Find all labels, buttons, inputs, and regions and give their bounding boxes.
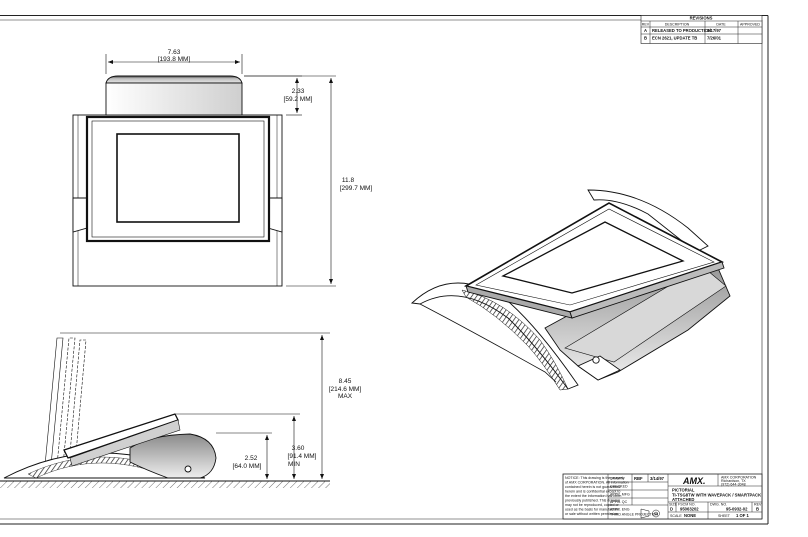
sheet-label: SHEET: [718, 514, 731, 518]
dim-max-mm: [214.6 MM]: [329, 386, 362, 393]
drawn-label: DRAWN: [610, 477, 624, 481]
rev-header-rev: REV: [642, 23, 650, 27]
amx-logo: AMX.: [682, 476, 706, 486]
notice-line-1: NOTICE: This drawing is the property: [565, 476, 625, 480]
rev-value: B: [756, 507, 759, 512]
notice-line-5: the extent the information has been: [565, 494, 621, 498]
front-view-dimensions: [105, 54, 336, 287]
dim-min-in: 3.60: [292, 445, 305, 452]
drawn-date: 3/14/97: [650, 476, 665, 481]
drawn-by: RBF: [634, 476, 643, 481]
dim-top-in: 2.33: [292, 88, 305, 95]
size-value: D: [670, 507, 673, 512]
rev-row-a-rev: A: [644, 28, 647, 33]
side-view: [0, 337, 330, 488]
rev-row-b-rev: B: [644, 36, 647, 41]
rev-row-b-description: ECN 2621, UPDATE TB: [652, 36, 697, 41]
side-view-dimensions: [60, 332, 330, 479]
dim-height-in: 11.8: [342, 177, 355, 184]
scale-value: NONE: [684, 513, 696, 518]
notice-line-6: previously published. This drawing: [565, 499, 620, 503]
scale-label: SCALE: [670, 514, 682, 518]
notice-line-7: may not be reproduced, copied or: [565, 503, 620, 507]
fscm-value: 95063202: [680, 507, 699, 512]
appr-eng-label: APPR. ENG: [610, 508, 630, 512]
size-label: SIZE: [669, 503, 678, 507]
dim-top-mm: [59.2 MM]: [284, 96, 313, 103]
third-angle-projection-icon: [640, 508, 660, 519]
sheet-border: [0, 15, 769, 525]
revisions-table: REVISIONS REV DESCRIPTION DATE APPROVED …: [640, 15, 763, 44]
notice-line-4: herein and is confidential except to: [565, 490, 620, 494]
company-name: AMX CORPORATION: [721, 476, 757, 480]
dim-height-mm: [299.7 MM]: [340, 185, 373, 192]
dim-max-label: MAX: [338, 393, 353, 400]
drawing-title-line-2: TI-TSG8TW WITH WAVEPACK / SMARTPACK: [672, 493, 761, 498]
dim-min-mm: [91.4 MM]: [288, 453, 317, 460]
dim-min-label: MIN: [288, 461, 300, 468]
notice-line-2: of AMX CORPORATION. All information: [565, 481, 629, 485]
appr-qc-label: APPR. QC: [610, 500, 628, 504]
front-view: [72, 75, 283, 287]
appr-mfg-label: APPR. MFG: [610, 493, 630, 497]
notice-line-8: used as the basis for manufacture: [565, 508, 619, 512]
rev-row-a-description: RELEASED TO PRODUCTION: [652, 28, 711, 33]
dim-base-mm: [64.0 MM]: [233, 463, 262, 470]
tolerance-text: THIRD ANGLE PROJECTION: [610, 513, 659, 517]
drawing-title-line-3: ATTACHED: [672, 497, 694, 502]
notice-line-3: contained herein is not guaranteed: [565, 485, 620, 489]
sheet-value: 1 OF 1: [736, 513, 749, 518]
dwg-no-value: 95-0932-02: [726, 507, 748, 512]
rev-row-a-date: 3/17/97: [707, 28, 722, 33]
isometric-view: [410, 189, 731, 391]
dim-width-mm: [193.8 MM]: [158, 56, 191, 63]
dwg-no-label: DWG. NO.: [710, 503, 727, 507]
rev-header-date: DATE: [716, 23, 726, 27]
fscm-label: FSCM NO.: [678, 503, 696, 507]
rev-label: REV: [754, 503, 762, 507]
rev-header-description: DESCRIPTION: [665, 23, 690, 27]
checked-label: CHECKED: [610, 485, 628, 489]
dim-width-in: 7.63: [168, 49, 181, 56]
company-city: Richardson, TX: [721, 479, 746, 483]
drawing-title-line-1: PICTORIAL: [672, 488, 695, 493]
revisions-title: REVISIONS: [690, 16, 713, 21]
company-phone: (972) 644-3048: [721, 483, 746, 487]
rev-row-b-date: 7/26/01: [707, 36, 722, 41]
rev-header-approved: APPROVED: [740, 23, 760, 27]
notice-line-9: or sale without written permission.: [565, 512, 619, 516]
title-block: NOTICE: This drawing is the property of …: [562, 473, 763, 520]
dim-max-in: 8.45: [339, 378, 352, 385]
dim-base-in: 2.52: [245, 455, 258, 462]
